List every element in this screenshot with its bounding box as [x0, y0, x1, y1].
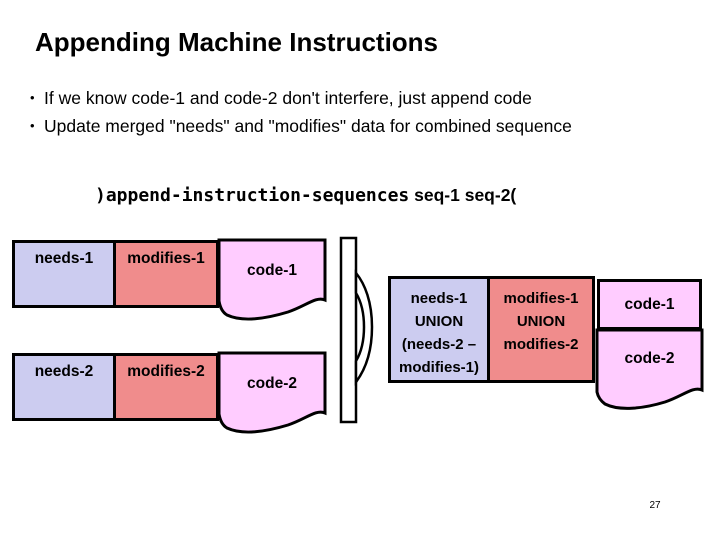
bullet-list: • If we know code-1 and code-2 don't int…: [30, 84, 690, 140]
code-2-document-shape: [217, 351, 327, 434]
merged-needs-line: UNION: [414, 313, 464, 330]
page-number: 27: [649, 500, 661, 511]
merged-modifies-box: modifies-1 UNION modifies-2: [487, 276, 595, 383]
needs-2-box: needs-2: [12, 353, 116, 421]
bullet-icon: •: [30, 90, 35, 105]
slide-title: Appending Machine Instructions: [35, 27, 439, 57]
needs-2-label: needs-2: [34, 363, 94, 380]
merged-code-2-document-shape: [595, 328, 704, 410]
merged-needs-line: (needs-2 –: [401, 336, 477, 353]
bullet-item: • If we know code-1 and code-2 don't int…: [30, 84, 690, 112]
merged-needs-line: modifies-1): [398, 359, 479, 376]
code-1-document-shape: [217, 238, 327, 321]
bullet-icon: •: [30, 118, 35, 133]
merged-modifies-line: modifies-2: [503, 336, 579, 353]
code-snippet: )append-instruction-sequences seq-1 seq-…: [95, 185, 516, 206]
needs-1-label: needs-1: [34, 250, 94, 267]
merged-needs-box: needs-1 UNION (needs-2 – modifies-1): [388, 276, 490, 383]
bullet-text: Update merged "needs" and "modifies" dat…: [44, 116, 572, 136]
bullet-text: If we know code-1 and code-2 don't inter…: [44, 88, 532, 108]
merged-needs-line: needs-1: [410, 290, 468, 307]
merged-code-1-label: code-1: [624, 295, 675, 313]
code-arguments: seq-1 seq-2(: [409, 185, 517, 205]
modifies-1-box: modifies-1: [113, 240, 219, 308]
bullet-item: • Update merged "needs" and "modifies" d…: [30, 112, 690, 140]
merge-arrow-icon: [339, 236, 374, 424]
code-procedure-name: )append-instruction-sequences: [95, 185, 410, 206]
merged-code-1-box: code-1: [597, 279, 702, 330]
modifies-2-label: modifies-2: [127, 363, 205, 380]
merged-modifies-line: UNION: [516, 313, 566, 330]
merged-modifies-line: modifies-1: [503, 290, 579, 307]
modifies-2-box: modifies-2: [113, 353, 219, 421]
needs-1-box: needs-1: [12, 240, 116, 308]
modifies-1-label: modifies-1: [127, 250, 205, 267]
